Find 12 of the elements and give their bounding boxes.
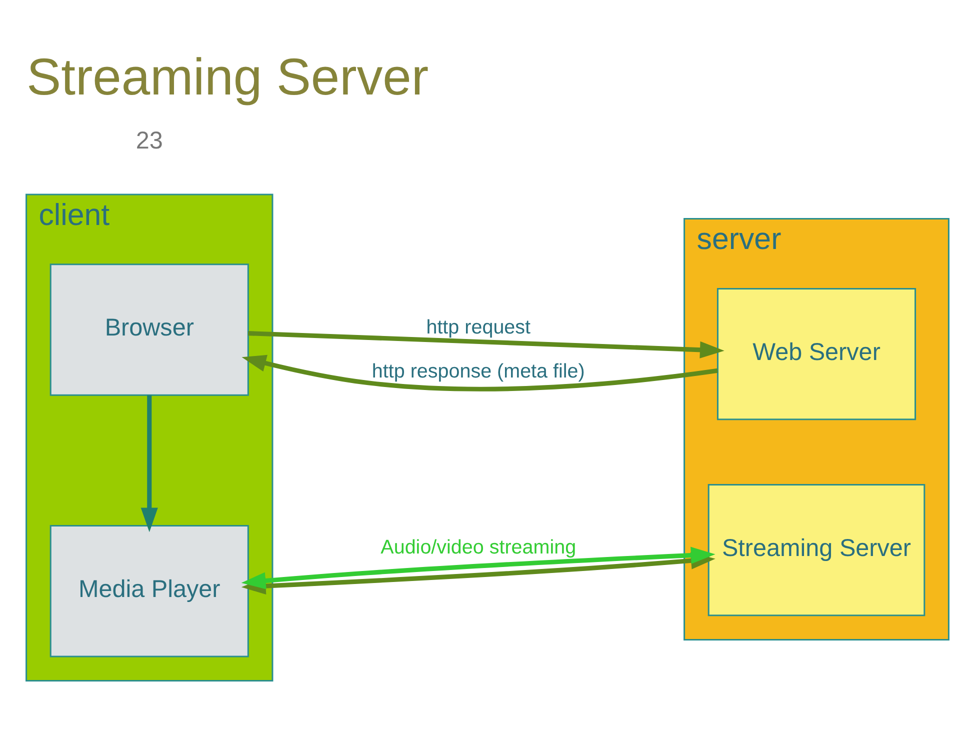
arrow xyxy=(242,354,718,392)
edge-label: http response (meta file) xyxy=(372,360,585,382)
node-box: Streaming Server xyxy=(708,484,926,616)
diagram-title: Streaming Server xyxy=(26,47,429,106)
node-box: Media Player xyxy=(50,525,249,658)
node-box: Browser xyxy=(50,264,249,396)
arrow xyxy=(140,395,158,532)
edge-label: Audio/video streaming xyxy=(380,536,576,559)
node-box: Web Server xyxy=(716,288,916,420)
arrow xyxy=(248,331,724,358)
edge-label: http request xyxy=(426,316,531,338)
label: 23 xyxy=(136,128,163,155)
